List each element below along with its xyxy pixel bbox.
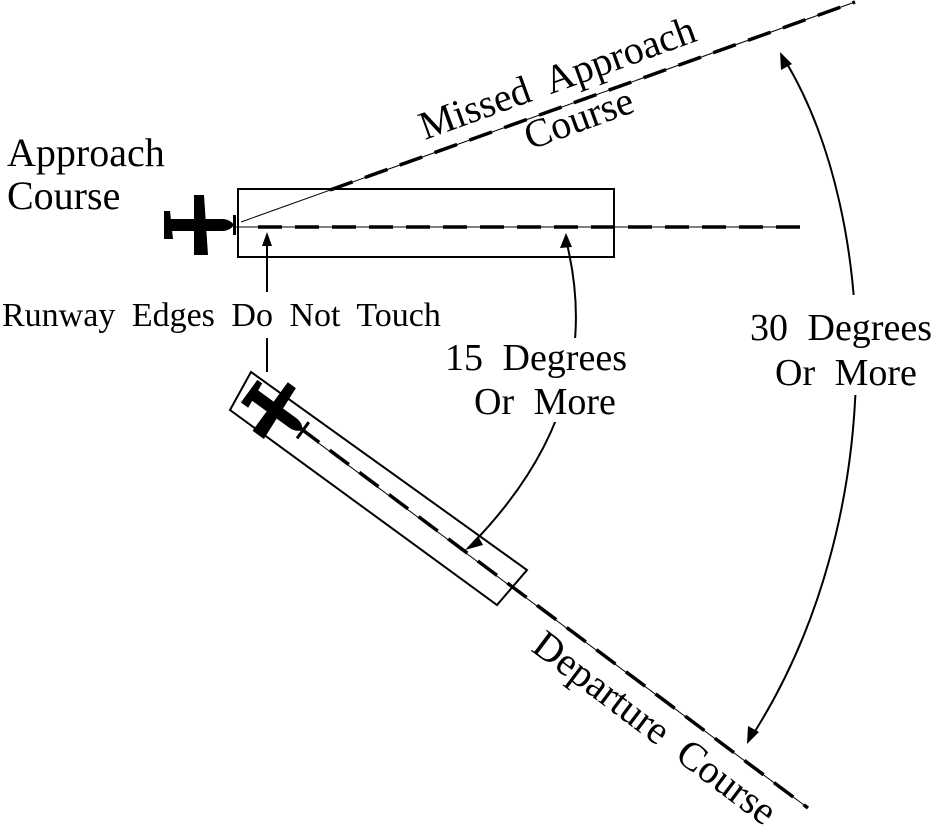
fifteen-degrees-label-line1: 15 Degrees: [445, 337, 627, 379]
departure-course-label: Departure Course: [525, 621, 786, 833]
runway-edges-gap-arrowhead: [262, 232, 272, 246]
approach-runway: [237, 188, 615, 258]
thirty-degrees-arc: [751, 61, 858, 737]
thirty-degrees-label-line2: Or More: [775, 352, 917, 394]
departure-course-dashed: [298, 426, 810, 810]
fifteen-label-knockout: [440, 338, 640, 422]
departure-airplane-icon: [240, 379, 311, 440]
missed-approach-course-dashed: [329, 0, 856, 192]
approach-course-label-line1: Approach: [7, 130, 165, 175]
approach-course-label-line2: Course: [7, 173, 120, 218]
thirty-degrees-arrowhead-top: [780, 52, 792, 70]
thirty-label-knockout: [745, 295, 945, 395]
fifteen-degrees-arrowhead-bottom: [465, 536, 483, 550]
departure-runway: [228, 370, 529, 607]
fifteen-degrees-arrowhead-top: [560, 233, 572, 248]
runway-edges-label: Runway Edges Do Not Touch: [2, 297, 441, 334]
fifteen-degrees-label-line2: Or More: [474, 381, 616, 423]
approach-airplane-icon: [164, 195, 236, 255]
runway-edges-label-knockout: [255, 292, 279, 338]
thirty-degrees-label-line1: 30 Degrees: [750, 307, 932, 349]
thirty-degrees-arrowhead-bottom: [747, 726, 759, 744]
